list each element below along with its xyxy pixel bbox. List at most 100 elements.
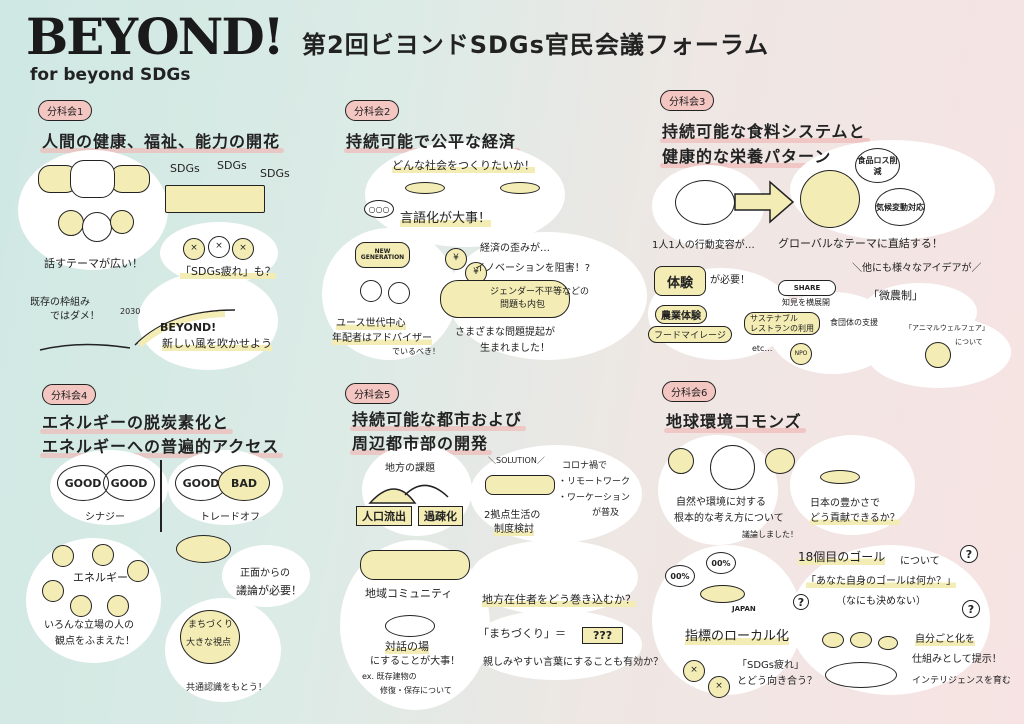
arrow-icon <box>39 309 236 351</box>
note: 共通認識をもとう！ <box>186 683 267 693</box>
note: 問題も内包 <box>500 300 546 310</box>
doodle-shape <box>160 460 162 532</box>
note: 「微農制」 <box>868 289 923 302</box>
person-icon <box>675 180 735 225</box>
note: 大きな視点 <box>186 638 232 648</box>
pill: 農業体験 <box>655 305 707 324</box>
note: ではダメ！ <box>50 311 100 322</box>
note: レストランの利用 <box>750 323 814 333</box>
note: 「まちづくり」＝ <box>478 627 566 640</box>
new-generation-bubble: NEW GENERATION <box>355 242 410 268</box>
face-icon <box>360 280 382 302</box>
note: 年配者はアドバイザー <box>332 333 432 345</box>
note: ・リモートワーク <box>558 477 631 487</box>
face-icon <box>107 595 129 617</box>
venn-circle: GOOD <box>57 465 109 501</box>
doodle-shape <box>176 535 231 563</box>
session-title: 人間の健康、福祉、能力の開花 <box>39 128 285 153</box>
note: 制度検討 <box>494 524 534 536</box>
note: 「あなた自身のゴールは何か？」 <box>806 576 956 588</box>
note: 生まれました！ <box>480 343 550 354</box>
note: 議論しました！ <box>742 530 798 539</box>
note: 1人1人の行動変容が… <box>652 240 755 251</box>
restaurant-pill: サステナブルレストランの利用 <box>744 312 820 336</box>
face-icon <box>92 544 114 566</box>
note: 修復・保存について <box>380 686 452 695</box>
note: 指標のローカル化 <box>685 629 790 645</box>
note: グローバルなテーマに直結する！ <box>778 237 943 250</box>
face-icon <box>52 545 74 567</box>
question-icon: ? <box>962 600 980 618</box>
question-icon: ? <box>793 594 809 610</box>
doodle-shape <box>70 160 115 198</box>
session-badge: 分科会1 <box>38 100 93 121</box>
face-icon <box>58 210 84 236</box>
note: シナジー <box>85 512 125 523</box>
note: どう貢献できるか？ <box>810 513 900 525</box>
face-icon: × <box>183 238 205 260</box>
person-hugging-icon <box>710 445 755 490</box>
face-icon <box>110 210 134 234</box>
note: さまざまな問題提起が <box>455 327 555 338</box>
percent-bubble: 00% <box>665 565 695 587</box>
mountains-icon <box>368 484 449 504</box>
face-icon: × <box>232 238 254 260</box>
note: 自分ごと化を <box>915 634 975 646</box>
note: エネルギー <box>73 571 128 584</box>
doodle-shape <box>822 632 844 648</box>
note: が必要！ <box>710 275 750 286</box>
community-people-icon <box>360 550 470 580</box>
beyond-logo: BEYOND! <box>26 7 285 66</box>
doodle-shape <box>820 470 860 484</box>
people-icon <box>825 662 897 688</box>
issue-box: 過疎化 <box>418 506 463 526</box>
doodle-shape <box>440 280 570 318</box>
percent-bubble: 00% <box>706 552 736 574</box>
yen-coin-icon: ¥ <box>445 248 467 270</box>
note: ＼他にも様々なアイデアが／ <box>852 263 982 274</box>
sprout-icon <box>668 448 694 474</box>
issue-box: 人口流出 <box>356 506 412 526</box>
session-title: 持続可能な都市および <box>349 406 527 431</box>
note: 正面からの <box>240 568 290 579</box>
note: 観点をふまえた！ <box>55 636 135 647</box>
note: ユース世代中心 <box>336 318 406 330</box>
session-badge: 分科会6 <box>662 381 717 402</box>
note: etc… <box>752 344 773 353</box>
question-box: ??? <box>582 627 624 644</box>
note: まちづくり <box>188 620 234 630</box>
doodle-shape <box>850 632 872 648</box>
session-badge: 分科会5 <box>345 383 400 404</box>
note: 「SDGs疲れ」も？ <box>180 265 276 279</box>
climate-bubble: 気候変動対応 <box>875 188 925 226</box>
fish-icon <box>765 448 795 474</box>
note: コロナ禍で <box>562 461 608 471</box>
note: ex. 既存建物の <box>362 672 417 681</box>
note: ジェンダー不平等などの <box>490 287 590 297</box>
note: 話すテーマが広い！ <box>44 257 143 270</box>
note: 対話の場 <box>385 640 429 654</box>
note: 地域コミュニティ <box>365 587 453 600</box>
face-icon: × <box>683 660 705 682</box>
note: いろんな立場の人の <box>44 620 134 631</box>
year-flag: 2030 <box>120 307 141 316</box>
note: 「SDGs疲れ」 <box>737 660 805 671</box>
doodle-shape <box>180 610 240 664</box>
doodle-shape <box>485 475 555 495</box>
face-icon <box>70 595 92 617</box>
doodle-shape <box>878 636 898 650</box>
doodle-shape <box>222 545 310 607</box>
pill: フードマイレージ <box>648 326 732 343</box>
note: 新しい風を吹かせよう <box>162 337 272 351</box>
face-icon <box>388 282 410 304</box>
session-badge: 分科会3 <box>660 90 715 111</box>
note: が普及 <box>592 508 620 518</box>
note: 議論が必要！ <box>236 584 302 597</box>
note: 日本の豊かさで <box>810 498 880 509</box>
doodle-shape <box>385 615 435 637</box>
note: とどう向き合う？ <box>737 676 817 687</box>
logo-subtitle: for beyond SDGs <box>30 65 191 85</box>
npo-icon: NPO <box>790 343 812 365</box>
buildings-icon <box>165 185 265 213</box>
session-badge: 分科会4 <box>42 384 97 405</box>
